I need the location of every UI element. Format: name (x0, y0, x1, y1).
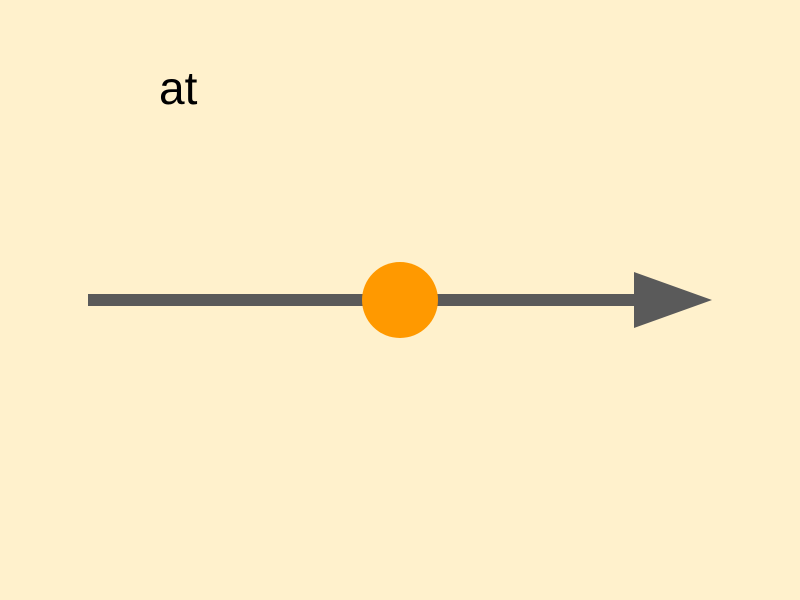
position-dot (362, 262, 438, 338)
preposition-label: at (159, 62, 198, 114)
arrow-head (634, 272, 712, 328)
